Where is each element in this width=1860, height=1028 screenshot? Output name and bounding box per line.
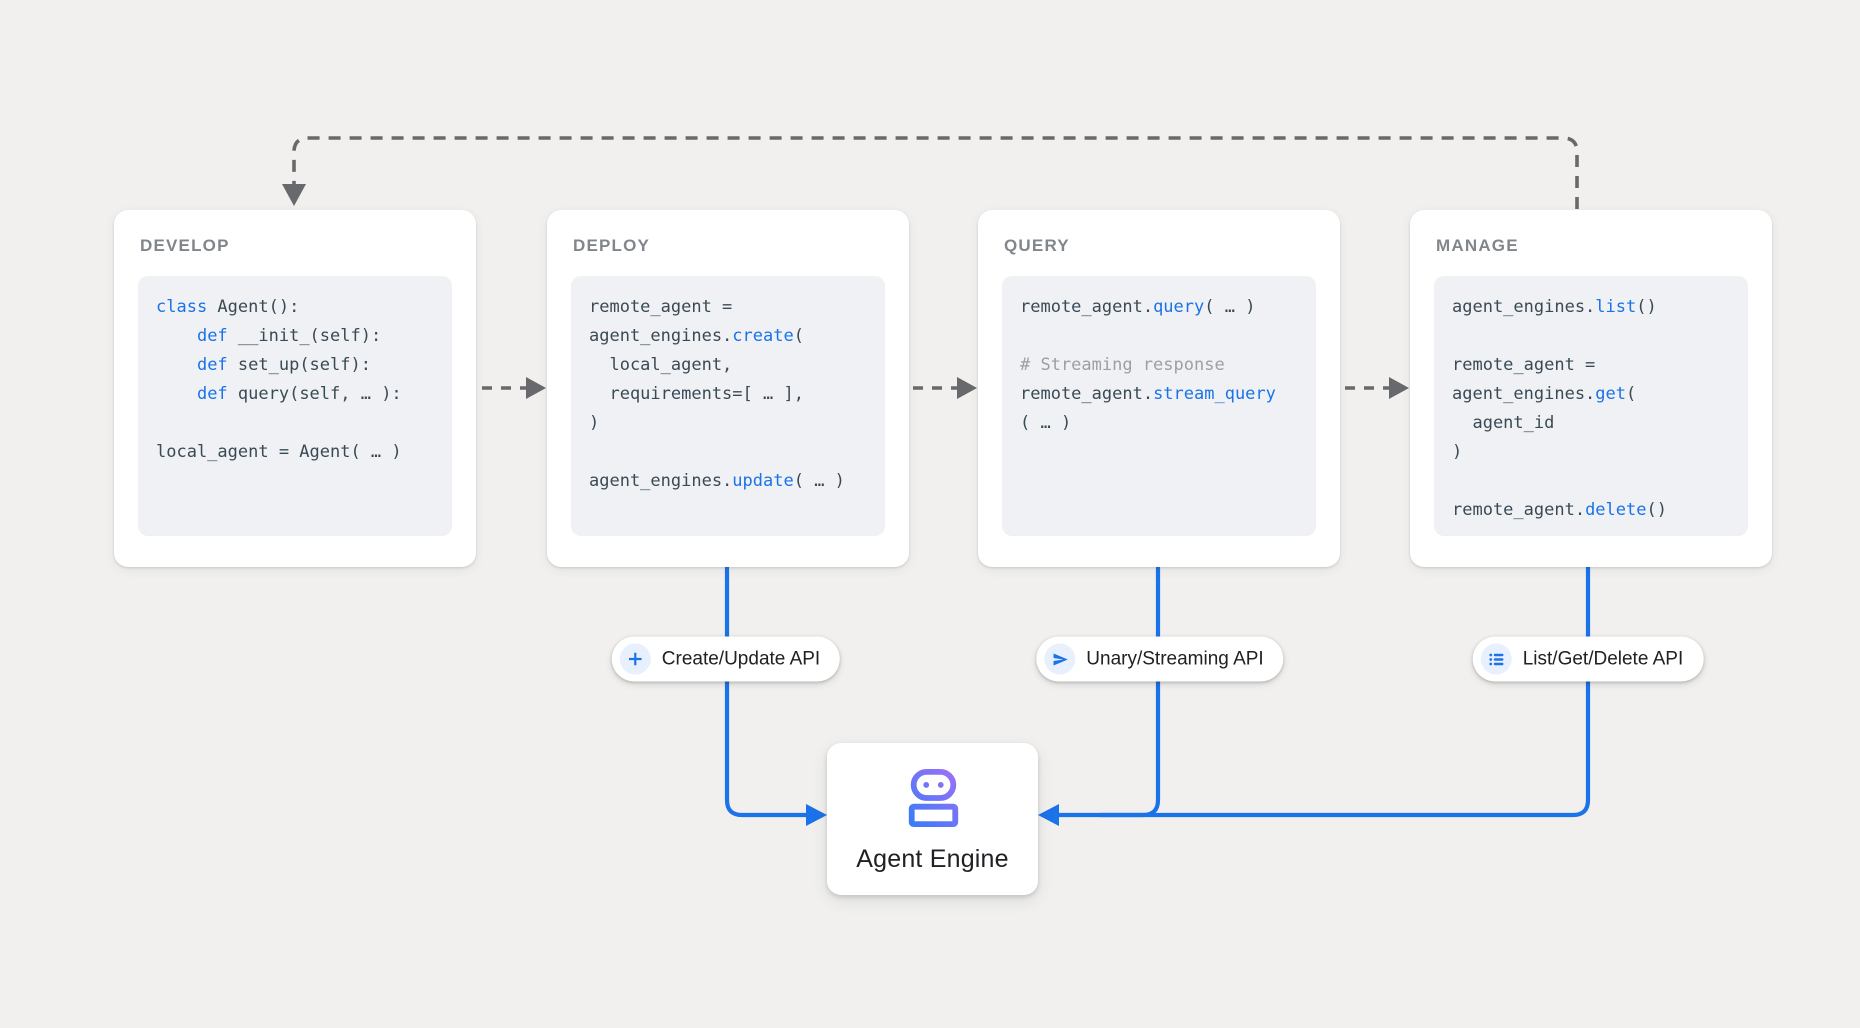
card-query-code: remote_agent.query( … ) # Streaming resp… xyxy=(1002,276,1316,536)
pill-create-update-api-label: Create/Update API xyxy=(661,648,821,669)
pill-list-get-delete-api: List/Get/Delete API xyxy=(1472,636,1704,682)
card-develop-title: DEVELOP xyxy=(140,236,230,255)
stage-arrowheads xyxy=(526,377,1409,399)
send-icon xyxy=(1044,643,1076,675)
card-query: QUERY remote_agent.query( … ) # Streamin… xyxy=(978,210,1340,567)
card-query-title: QUERY xyxy=(1004,236,1070,255)
pill-list-get-delete-api-label: List/Get/Delete API xyxy=(1522,648,1684,669)
card-manage-title: MANAGE xyxy=(1436,236,1519,255)
card-deploy: DEPLOY remote_agent =agent_engines.creat… xyxy=(547,210,909,567)
pill-unary-streaming-api: Unary/Streaming API xyxy=(1036,636,1284,682)
robot-icon xyxy=(902,768,964,833)
agent-engine-node: Agent Engine xyxy=(827,743,1038,895)
list-icon xyxy=(1480,643,1512,675)
feedback-loop-dashed-arrow xyxy=(292,136,1579,209)
card-manage: MANAGE agent_engines.list() remote_agent… xyxy=(1410,210,1772,567)
plus-icon xyxy=(619,643,651,675)
card-develop-code: class Agent(): def __init_(self): def se… xyxy=(138,276,452,536)
api-lines-blue xyxy=(724,567,1591,818)
pill-unary-streaming-api-label: Unary/Streaming API xyxy=(1086,648,1264,669)
card-deploy-title: DEPLOY xyxy=(573,236,651,255)
pill-create-update-api: Create/Update API xyxy=(611,636,841,682)
card-manage-code: agent_engines.list() remote_agent =agent… xyxy=(1434,276,1748,536)
api-line-arrowheads xyxy=(806,804,1059,826)
card-develop: DEVELOP class Agent(): def __init_(self)… xyxy=(114,210,476,567)
card-deploy-code: remote_agent =agent_engines.create( loca… xyxy=(571,276,885,536)
agent-engine-label: Agent Engine xyxy=(856,845,1009,873)
feedback-loop-arrowhead xyxy=(282,184,306,206)
